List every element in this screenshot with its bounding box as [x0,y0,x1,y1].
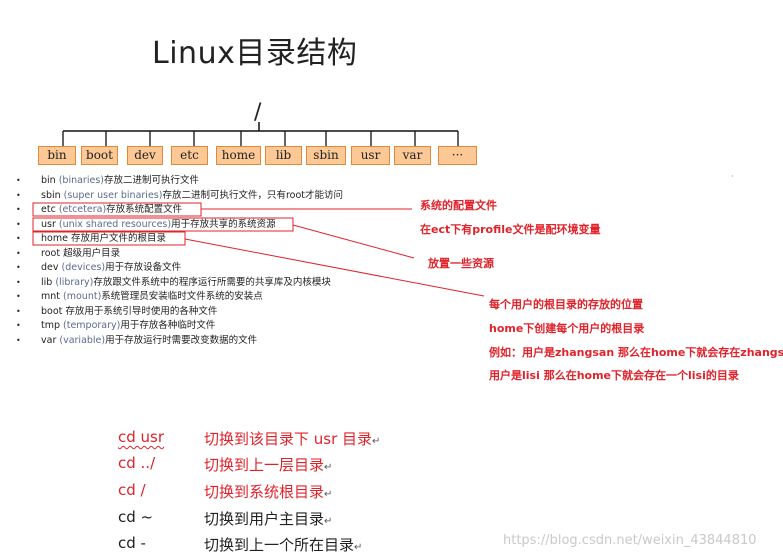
command-text: cd / [118,481,146,499]
dir-box-etc: etc [171,146,208,165]
list-item: •dev (devices)用于存放设备文件 [16,262,182,273]
note-home-example-zhangsan: 例如：用户是zhangsan 那么在home下就会存在zhangsan [489,346,783,359]
bullet-icon: • [16,292,21,301]
list-item: •etc (etcetera)存放系统配置文件 [16,204,183,215]
command-text: cd ~ [118,508,154,526]
list-item: •var (variable)用于存放运行时需要改变数据的文件 [16,334,258,346]
note-usr-resources: 放置一些资源 [428,257,494,270]
dir-box-dev: dev [127,146,163,165]
dir-box-usr: usr [351,146,390,165]
note-etc-config: 系统的配置文件 [420,199,497,212]
dir-box-lib: lib [265,146,302,165]
bullet-icon: • [16,205,21,214]
note-home-example-lisi: 用户是lisi 那么在home下就会存在一个lisi的目录 [489,369,739,382]
list-item: •root 超级用户目录 [16,247,121,259]
list-item: •tmp (temporary)用于存放各种临时文件 [16,320,216,331]
note-home-create: home下创建每个用户的根目录 [489,322,645,335]
dir-box-sbin: sbin [306,146,346,165]
bullet-icon: • [16,234,21,243]
command-description: 切换到该目录下 usr 目录↵ [204,430,381,448]
paragraph-mark-icon: ↵ [354,542,363,553]
bullet-icon: • [16,277,21,287]
bullet-icon: • [16,190,21,200]
command-description: 切换到系统根目录↵ [204,483,333,501]
bullet-icon: • [16,176,21,185]
command-text: cd - [118,534,146,552]
stray-dot: · [731,172,734,181]
bullet-icon: • [16,321,21,330]
command-text: cd ../ [118,454,156,472]
bullet-icon: • [16,219,21,229]
command-text: cd usr [118,428,165,446]
home-pointer-line [184,238,485,297]
command-description: 切换到上一个所在目录↵ [204,536,363,554]
paragraph-mark-icon: ↵ [324,462,333,473]
watermark-url: https://blog.csdn.net/weixin_43844810 [503,533,757,548]
bullet-icon: • [16,335,21,345]
paragraph-mark-icon: ↵ [324,489,333,500]
dir-box-bin: bin [38,146,76,165]
list-item: •bin (binaries)存放二进制可执行文件 [16,175,199,186]
paragraph-mark-icon: ↵ [324,516,333,527]
list-item: •mnt (mount)系统管理员安装临时文件系统的安装点 [16,291,263,302]
command-description: 切换到上一层目录↵ [204,456,333,474]
dir-box-var: var [394,146,431,165]
root-directory-label: / [254,100,262,125]
bullet-icon: • [16,306,21,316]
dir-box-home: home [216,146,261,165]
note-etc-profile: 在ect下有profile文件是配环境变量 [420,223,601,236]
usr-highlight-box [32,217,294,232]
home-highlight-box [32,231,186,246]
list-item: •home 存放用户文件的根目录 [16,233,166,244]
dir-box-more: ··· [438,146,477,165]
directory-description-list: •bin (binaries)存放二进制可执行文件 •sbin (super u… [16,174,416,348]
list-item: •sbin (super user binaries)存放二进制可执行文件，只有… [16,189,344,201]
dir-box-boot: boot [81,146,118,165]
command-description: 切换到用户主目录↵ [204,510,333,528]
note-home-location: 每个用户的根目录的存放的位置 [489,298,643,311]
list-item: •usr (unix shared resources)用于存放共享的系统资源 [16,218,276,230]
usr-pointer-line [292,224,415,259]
list-item: •lib (library)存放跟文件系统中的程序运行所需要的共享库及内核模块 [16,276,331,288]
paragraph-mark-icon: ↵ [372,436,381,447]
bullet-icon: • [16,248,21,258]
list-item: •boot 存放用于系统引导时使用的各种文件 [16,305,218,317]
bullet-icon: • [16,263,21,272]
page-title: Linux目录结构 [152,36,358,71]
